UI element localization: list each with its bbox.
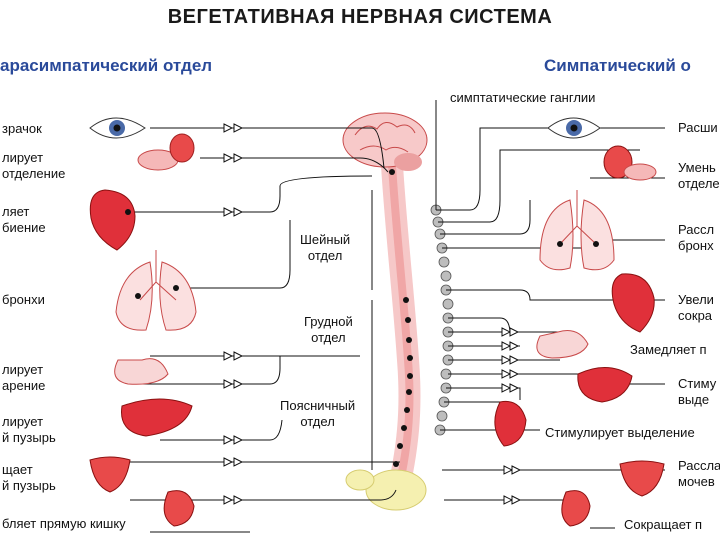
left-label-rectum: бляет прямую кишку (2, 516, 126, 532)
left-arrowheads (224, 124, 242, 504)
sympathetic-header: Симпатический о (544, 56, 691, 76)
right-label-rectum: Сокращает п (624, 517, 702, 533)
right-label-digestion: Замедляет п (630, 342, 707, 358)
lungs-right-icon (540, 190, 614, 270)
rectum-right-icon (562, 491, 590, 526)
bladder-right-icon (620, 461, 664, 496)
liver-right-icon (578, 367, 632, 402)
eye-right-icon (548, 118, 600, 138)
parasympathetic-header: арасимпатический отдел (0, 56, 212, 76)
page-title: ВЕГЕТАТИВНАЯ НЕРВНАЯ СИСТЕМА (0, 6, 720, 29)
brain-icon (343, 113, 427, 171)
spinal-column (392, 165, 410, 500)
rectum-icon (164, 491, 194, 526)
adrenal-icon (495, 401, 526, 446)
sympathetic-chain (431, 205, 453, 435)
stomach-right-icon (537, 331, 588, 359)
stomach-icon (115, 359, 168, 385)
eye-icon (90, 118, 145, 138)
salivary-gland-right-icon (604, 146, 656, 180)
liver-icon (122, 399, 193, 436)
lungs-icon (116, 250, 196, 330)
left-label-pupil: зрачок (2, 121, 42, 137)
heart-icon (90, 190, 135, 250)
right-label-pupil: Расши (678, 120, 718, 136)
bladder-icon (90, 457, 130, 492)
left-label-bronchi: бронхи (2, 292, 45, 308)
ganglia-label: симптатические ганглии (450, 90, 595, 106)
pelvis-icon (346, 470, 374, 490)
heart-right-icon (612, 274, 654, 332)
salivary-gland-icon (138, 134, 194, 170)
right-label-adrenal: Стимулирует выделение (545, 425, 695, 441)
